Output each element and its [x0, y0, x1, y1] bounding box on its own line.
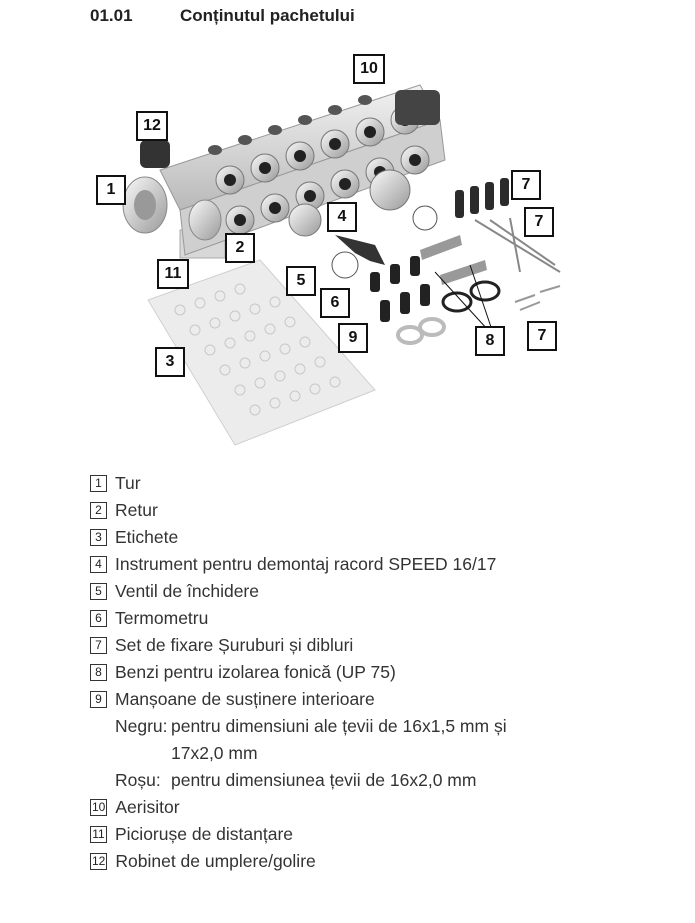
- callout-4: 4: [327, 202, 357, 232]
- section-title: Conținutul pachetului: [180, 6, 355, 25]
- legend-number: 11: [90, 826, 107, 843]
- legend-text: Instrument pentru demontaj racord SPEED …: [115, 554, 497, 574]
- callout-11: 11: [157, 259, 189, 289]
- sleeve-black-cont: 17x2,0 mm: [171, 743, 258, 763]
- legend-item: 1 Tur: [90, 470, 650, 497]
- callout-9: 9: [338, 323, 368, 353]
- legend-number: 2: [90, 502, 107, 519]
- legend-item: 2 Retur: [90, 497, 650, 524]
- legend-number: 8: [90, 664, 107, 681]
- sleeve-red: Roșu: pentru dimensiunea țevii de 16x2,0…: [115, 767, 650, 794]
- callout-7b: 7: [524, 207, 554, 237]
- legend-item: 9 Manșoane de susținere interioare Negru…: [90, 686, 650, 794]
- callout-6: 6: [320, 288, 350, 318]
- callout-8: 8: [475, 326, 505, 356]
- legend-text: Aerisitor: [115, 797, 180, 817]
- legend-number: 9: [90, 691, 107, 708]
- callout-1: 1: [96, 175, 126, 205]
- section-header: 01.01 Conținutul pachetului: [90, 4, 355, 28]
- legend-text: Piciorușe de distanțare: [115, 824, 294, 844]
- callout-5: 5: [286, 266, 316, 296]
- legend-number: 5: [90, 583, 107, 600]
- sleeve-black-label: Negru:: [115, 716, 168, 736]
- legend-text: Benzi pentru izolarea fonică (UP 75): [115, 662, 396, 682]
- legend-number: 10: [90, 799, 108, 816]
- legend-text: Manșoane de susținere interioare: [115, 689, 375, 709]
- manifold: [122, 84, 446, 256]
- callout-2: 2: [225, 233, 255, 263]
- legend-number: 3: [90, 529, 107, 546]
- air-vent: [395, 90, 440, 125]
- legend-text: Etichete: [115, 527, 179, 547]
- sleeve-red-text: pentru dimensiunea țevii de 16x2,0 mm: [171, 770, 477, 790]
- legend-item: 6 Termometru: [90, 605, 650, 632]
- legend-item: 7 Set de fixare Șuruburi și dibluri: [90, 632, 650, 659]
- legend-text: Termometru: [115, 608, 209, 628]
- callout-12: 12: [136, 111, 168, 141]
- legend-text: Retur: [115, 500, 158, 520]
- package-contents-figure: 1 2 3 4 5 6 7 7 7 8 9 10 11 12: [0, 40, 695, 460]
- legend-item: 10 Aerisitor: [90, 794, 650, 821]
- labels-sheet: [147, 259, 376, 446]
- legend-item: 11 Piciorușe de distanțare: [90, 821, 650, 848]
- section-number: 01.01: [90, 6, 133, 25]
- legend-item: 12 Robinet de umplere/golire: [90, 848, 650, 875]
- accessories: [288, 169, 561, 345]
- legend-item: 4 Instrument pentru demontaj racord SPEED…: [90, 551, 650, 578]
- callout-7a: 7: [511, 170, 541, 200]
- callout-7c: 7: [527, 321, 557, 351]
- legend-number: 12: [90, 853, 108, 870]
- sleeve-black-text: pentru dimensiuni ale țevii de 16x1,5 mm…: [171, 716, 507, 736]
- contents-legend: 1 Tur 2 Retur 3 Etichete 4 Instrument pentru…: [90, 470, 650, 875]
- legend-number: 1: [90, 475, 107, 492]
- sleeve-red-label: Roșu:: [115, 770, 161, 790]
- manifold-illustration: [122, 84, 561, 446]
- fill-drain-valve: [140, 140, 170, 168]
- callout-3: 3: [155, 347, 185, 377]
- legend-text: Robinet de umplere/golire: [115, 851, 316, 871]
- legend-number: 6: [90, 610, 107, 627]
- sleeve-black: Negru: pentru dimensiuni ale țevii de 16…: [115, 713, 650, 740]
- legend-text: Tur: [115, 473, 141, 493]
- legend-number: 4: [90, 556, 107, 573]
- legend-number: 7: [90, 637, 107, 654]
- legend-text: Ventil de închidere: [115, 581, 259, 601]
- legend-item: 8 Benzi pentru izolarea fonică (UP 75): [90, 659, 650, 686]
- legend-item: 5 Ventil de închidere: [90, 578, 650, 605]
- legend-text: Set de fixare Șuruburi și dibluri: [115, 635, 354, 655]
- callout-10: 10: [353, 54, 385, 84]
- legend-item: 3 Etichete: [90, 524, 650, 551]
